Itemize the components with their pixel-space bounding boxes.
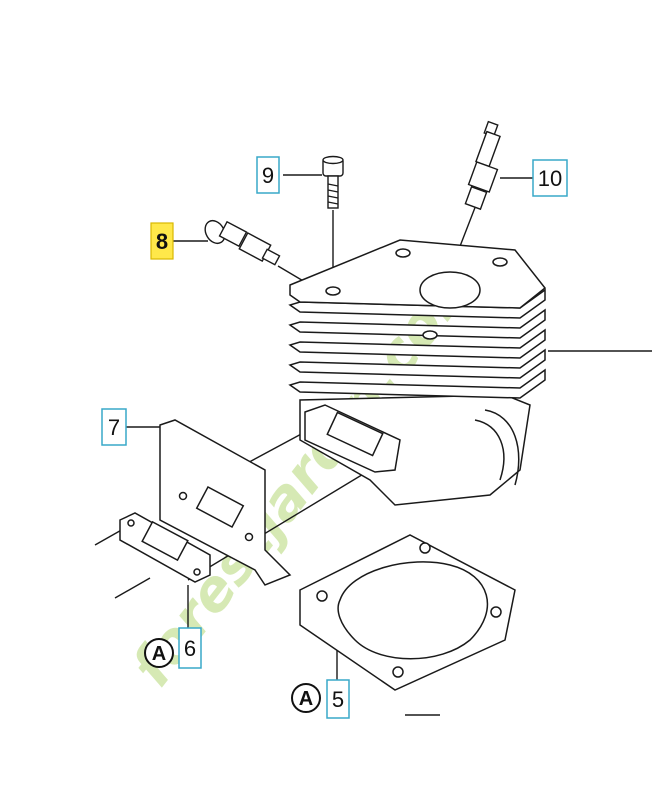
marker-a-5: A (291, 683, 321, 713)
spark-plug-hole (419, 271, 481, 309)
axis-8 (277, 265, 306, 283)
bolt-hole-front-left (325, 286, 341, 296)
callout-7[interactable]: 7 (101, 408, 127, 446)
marker-a-6: A (144, 638, 174, 668)
callout-10[interactable]: 10 (532, 159, 568, 197)
bolt-hole-front-right (422, 330, 438, 340)
fin-3 (288, 308, 546, 339)
plug-thread (464, 185, 488, 211)
guide-lower (187, 469, 371, 581)
bolt-hole-back-right (492, 257, 508, 267)
screw-head-top (322, 155, 344, 165)
callout-8-highlight (150, 222, 174, 260)
part-8-decompression-valve[interactable] (201, 217, 281, 266)
callout-5[interactable]: 5 (326, 679, 350, 719)
callout-6-label: 6 (184, 636, 196, 661)
callout-10-label: 10 (538, 166, 562, 191)
fin-5 (288, 348, 546, 379)
cylinder-top (289, 239, 547, 309)
part-9-screw[interactable] (322, 155, 344, 209)
gasket-window (141, 520, 189, 562)
callout-8-label: 8 (156, 229, 168, 254)
exhaust-port (326, 411, 384, 457)
fin-6 (288, 368, 546, 399)
part-7-heat-shield[interactable] (159, 419, 292, 586)
plug-insulator (475, 130, 501, 168)
part-10-spark-plug[interactable] (464, 120, 501, 211)
base-gasket-bore (337, 561, 489, 660)
valve-cap (204, 219, 226, 245)
plug-hex (467, 161, 499, 193)
callout-7-label: 7 (108, 415, 120, 440)
bolt-hole-back-left (395, 248, 411, 258)
callout-9[interactable]: 9 (256, 156, 280, 194)
fin-4 (288, 328, 546, 359)
guide-left-lower (114, 577, 151, 599)
callout-6[interactable]: 6 (178, 627, 202, 669)
cylinder[interactable] (288, 239, 547, 506)
shield-window (195, 486, 245, 528)
callout-9-label: 9 (262, 163, 274, 188)
marker-a-5-label: A (299, 688, 313, 710)
part-6-exhaust-gasket[interactable] (119, 512, 211, 583)
callout-8[interactable]: 8 (150, 222, 174, 260)
marker-a-6-label: A (152, 643, 166, 665)
callout-5-label: 5 (332, 687, 344, 712)
part-5-base-gasket[interactable] (299, 534, 516, 691)
